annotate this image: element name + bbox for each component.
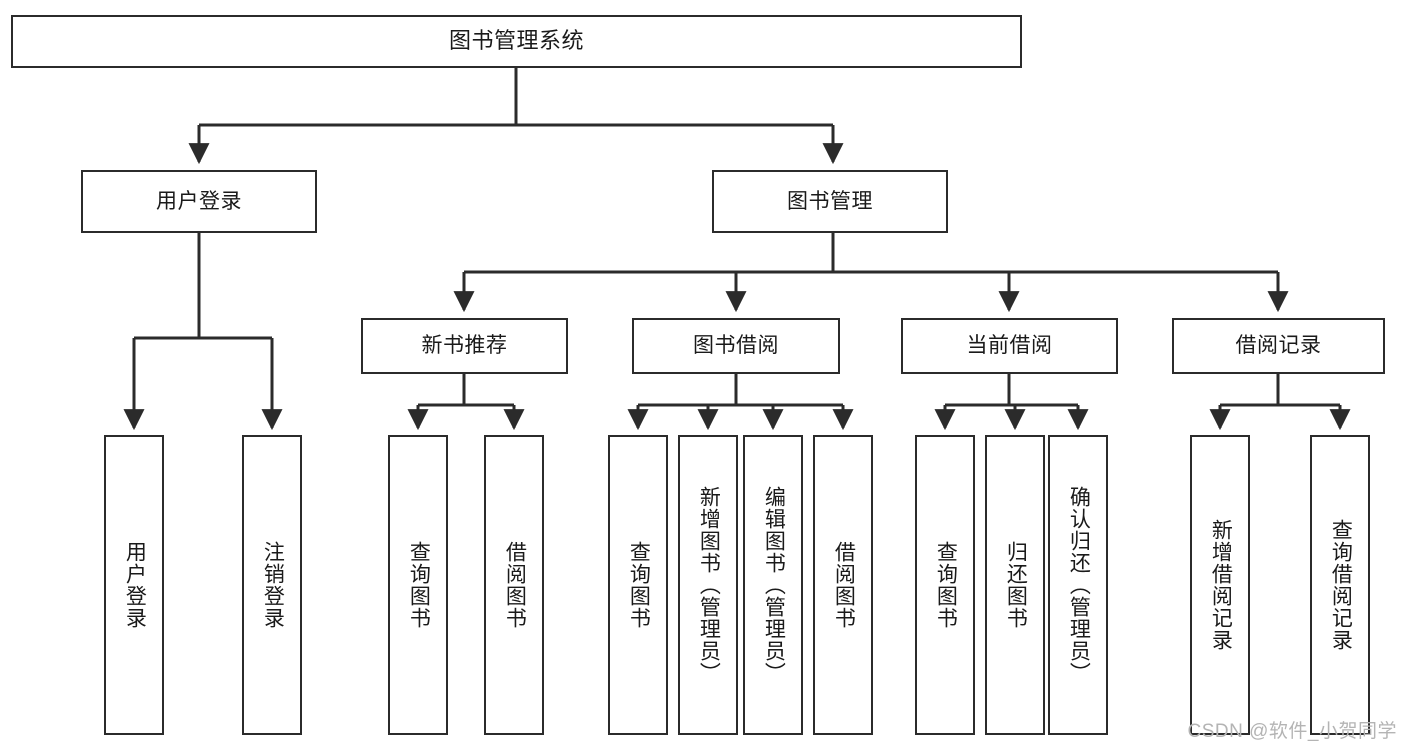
node-leaf-confirm-return-label: 确认归还（管理员） [1067,486,1091,684]
node-leaf-user-login-label: 用户登录 [123,541,147,629]
node-leaf-borrow-book-2[interactable]: 借阅图书 [813,435,873,735]
csdn-watermark: CSDN @软件_小贺同学 [1187,721,1397,742]
node-leaf-logout-login-label: 注销登录 [261,541,285,629]
node-current-borrow-label: 当前借阅 [966,334,1053,358]
node-leaf-confirm-return[interactable]: 确认归还（管理员） [1048,435,1108,735]
node-leaf-add-record-label: 新增借阅记录 [1209,519,1233,651]
node-leaf-query-book-2-label: 查询图书 [627,541,651,629]
node-leaf-return-book-label: 归还图书 [1004,541,1028,629]
node-book-borrow[interactable]: 图书借阅 [632,318,840,374]
node-leaf-borrow-book-2-label: 借阅图书 [832,541,856,629]
node-leaf-user-login[interactable]: 用户登录 [104,435,164,735]
node-leaf-query-record-label: 查询借阅记录 [1329,519,1353,651]
node-leaf-query-record[interactable]: 查询借阅记录 [1310,435,1370,735]
node-leaf-borrow-book-1[interactable]: 借阅图书 [484,435,544,735]
node-leaf-query-book-1-label: 查询图书 [407,541,431,629]
node-book-management[interactable]: 图书管理 [712,170,948,233]
node-new-book-recommend[interactable]: 新书推荐 [361,318,568,374]
node-root-label: 图书管理系统 [448,28,584,54]
node-root[interactable]: 图书管理系统 [11,15,1022,68]
node-book-borrow-label: 图书借阅 [693,334,779,358]
node-leaf-add-record[interactable]: 新增借阅记录 [1190,435,1250,735]
node-leaf-query-book-3[interactable]: 查询图书 [915,435,975,735]
node-user-login[interactable]: 用户登录 [81,170,317,233]
node-leaf-query-book-2[interactable]: 查询图书 [608,435,668,735]
node-borrow-record-label: 借阅记录 [1235,334,1322,358]
node-leaf-borrow-book-1-label: 借阅图书 [503,541,527,629]
node-book-management-label: 图书管理 [787,189,873,213]
node-leaf-query-book-3-label: 查询图书 [934,541,958,629]
node-user-login-label: 用户登录 [156,189,242,213]
node-leaf-edit-book-label: 编辑图书（管理员） [762,486,786,684]
node-leaf-return-book[interactable]: 归还图书 [985,435,1045,735]
node-leaf-add-book-label: 新增图书（管理员） [697,486,721,684]
node-leaf-edit-book[interactable]: 编辑图书（管理员） [743,435,803,735]
node-borrow-record[interactable]: 借阅记录 [1172,318,1385,374]
node-leaf-query-book-1[interactable]: 查询图书 [388,435,448,735]
node-new-book-recommend-label: 新书推荐 [421,334,508,358]
node-leaf-logout-login[interactable]: 注销登录 [242,435,302,735]
node-current-borrow[interactable]: 当前借阅 [901,318,1118,374]
node-leaf-add-book[interactable]: 新增图书（管理员） [678,435,738,735]
